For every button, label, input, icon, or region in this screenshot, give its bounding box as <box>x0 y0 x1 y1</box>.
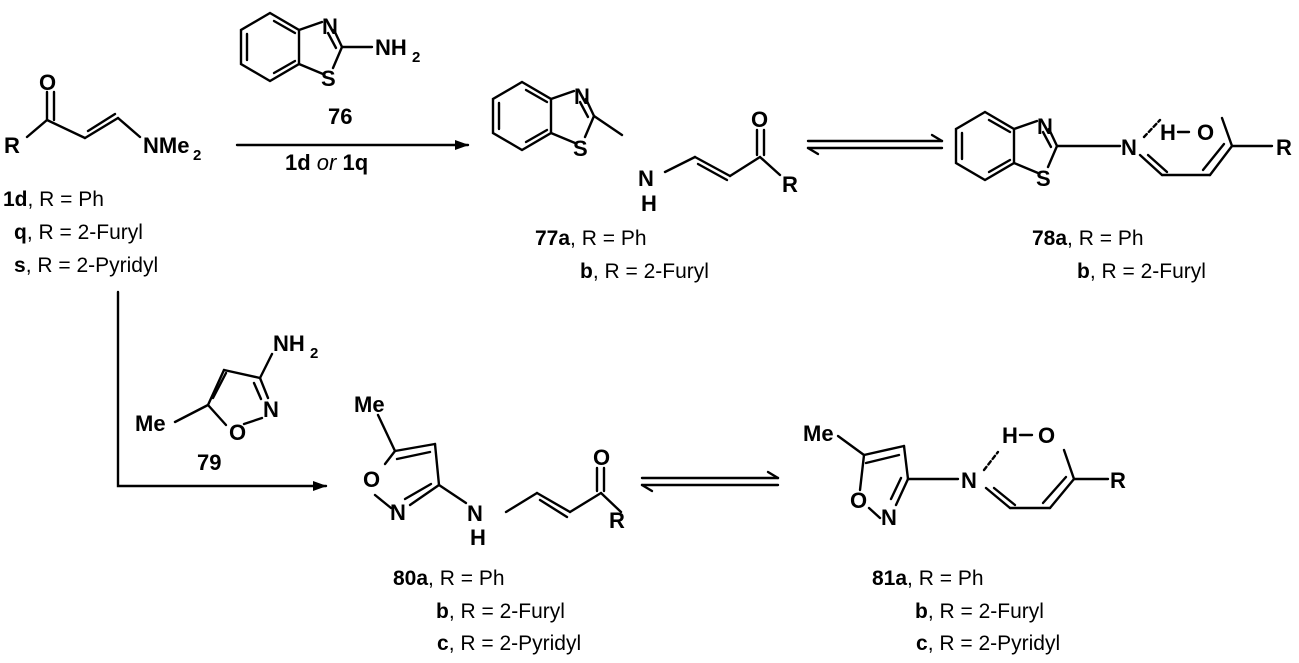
product-80-structure <box>373 413 623 519</box>
condition-compound-1q: 1q <box>342 150 369 175</box>
condition-compound-1d: 1d <box>285 150 311 175</box>
atom-label-Me: Me <box>803 421 834 446</box>
atom-label-N: N <box>467 501 483 526</box>
atom-label-R: R <box>1110 468 1126 493</box>
equilibrium-arrow-top <box>806 133 944 156</box>
atom-label-Me: Me <box>135 411 166 436</box>
atom-label-H: H <box>1002 423 1018 448</box>
enaminone-structure-1 <box>25 90 142 140</box>
atom-label-N: N <box>961 468 977 493</box>
reagent-number-79: 79 <box>197 450 222 475</box>
caption-81c: c, R = 2-Pyridyl <box>916 632 1061 655</box>
atom-label-NH: NH <box>273 331 305 356</box>
atom-label-O: O <box>850 488 867 513</box>
reaction-arrow-bottom <box>116 290 328 491</box>
atom-label-R: R <box>4 133 20 158</box>
product-78-structure <box>954 110 1274 182</box>
equilibrium-arrow-bottom <box>640 470 780 493</box>
atom-label-R: R <box>609 508 625 533</box>
atom-label-H: H <box>470 525 486 550</box>
caption-77a: 77a, R = Ph <box>535 227 647 250</box>
atom-label-O: O <box>1038 423 1055 448</box>
caption-80c: c, R = 2-Pyridyl <box>437 632 582 655</box>
product-77-structure <box>491 80 782 182</box>
atom-label-O: O <box>363 467 380 492</box>
product-81-structure <box>836 433 1110 520</box>
atom-label-N: N <box>881 505 897 530</box>
atom-label-NH: NH <box>375 35 407 60</box>
caption-81b: b, R = 2-Furyl <box>915 600 1044 623</box>
reagent-number-76: 76 <box>328 104 353 129</box>
isoxazole-reagent-structure <box>173 352 274 427</box>
condition-connector: or <box>310 150 343 175</box>
atom-label-NMe: NMe <box>143 133 189 158</box>
atom-subscript: 2 <box>193 147 201 164</box>
atom-label-N: N <box>1037 114 1053 139</box>
atom-label-H: H <box>1160 120 1176 145</box>
atom-label-N: N <box>322 14 338 39</box>
atom-label-S: S <box>1036 166 1051 191</box>
caption-80b: b, R = 2-Furyl <box>436 600 565 623</box>
atom-label-H: H <box>641 191 657 216</box>
caption-80a: 80a, R = Ph <box>393 567 505 590</box>
atom-label-N: N <box>390 500 406 525</box>
atom-label-N: N <box>263 397 279 422</box>
atom-label-N: N <box>638 166 654 191</box>
atom-label-N: N <box>574 84 590 109</box>
reaction-condition-top: 1d or 1q <box>285 150 368 176</box>
caption-77b: b, R = 2-Furyl <box>580 260 709 283</box>
benzothiazole-reagent-structure <box>239 11 374 83</box>
atom-subscript: 2 <box>310 345 318 362</box>
caption-start-s: s, R = 2-Pyridyl <box>14 254 159 277</box>
caption-78b: b, R = 2-Furyl <box>1077 260 1206 283</box>
atom-label-O: O <box>593 445 610 470</box>
atom-subscript: 2 <box>412 49 420 66</box>
caption-start-1d: 1d, R = Ph <box>3 188 104 211</box>
atom-label-N: N <box>1121 135 1137 160</box>
atom-label-O: O <box>751 107 768 132</box>
atom-label-S: S <box>573 136 588 161</box>
caption-78a: 78a, R = Ph <box>1032 227 1144 250</box>
atom-label-O: O <box>1197 120 1214 145</box>
caption-start-q: q, R = 2-Furyl <box>14 221 143 244</box>
caption-81a: 81a, R = Ph <box>872 567 984 590</box>
atom-label-S: S <box>321 66 336 91</box>
atom-label-O: O <box>229 420 246 445</box>
atom-label-R: R <box>782 172 798 197</box>
atom-label-O: O <box>39 70 56 95</box>
atom-label-Me: Me <box>354 392 385 417</box>
atom-label-R: R <box>1276 135 1292 160</box>
